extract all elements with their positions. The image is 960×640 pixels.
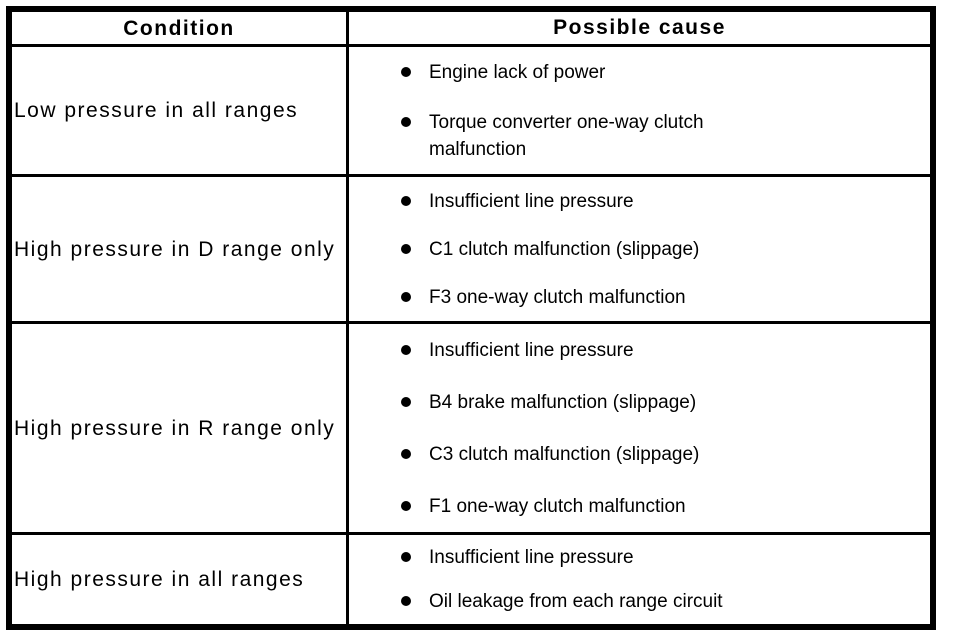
bullet-icon (401, 500, 411, 511)
bullet-icon (401, 243, 411, 254)
condition-label: High pressure in R range only (14, 416, 336, 440)
condition-label: High pressure in all ranges (14, 568, 305, 591)
bullet-icon (401, 596, 411, 607)
bullet-icon (401, 551, 411, 562)
cause-text: F1 one-way clutch malfunction (429, 495, 686, 517)
cause-item: Oil leakage from each range circuit (401, 588, 930, 615)
cause-text: Oil leakage from each range circuit (429, 591, 723, 613)
cause-item: F3 one-way clutch malfunction (401, 284, 930, 311)
table-row-high-pressure-d-range: High pressure in D range only Insufficie… (12, 174, 930, 321)
cause-text: B4 brake malfunction (slippage) (429, 391, 697, 413)
table-row-high-pressure-r-range: High pressure in R range only Insufficie… (12, 321, 930, 532)
bullet-icon (401, 448, 411, 459)
bullet-icon (401, 344, 411, 355)
cause-text: C1 clutch malfunction (slippage) (429, 238, 700, 260)
condition-cell: High pressure in R range only (12, 324, 349, 532)
condition-cell: High pressure in all ranges (12, 535, 349, 624)
cause-item: Insufficient line pressure (401, 337, 930, 364)
bullet-icon (401, 195, 411, 206)
table-row-high-pressure-all-ranges: High pressure in all ranges Insufficient… (12, 532, 930, 624)
header-condition: Condition (12, 12, 349, 44)
cause-text: C3 clutch malfunction (slippage) (429, 443, 700, 465)
cause-item: C1 clutch malfunction (slippage) (401, 236, 930, 263)
troubleshooting-table: Condition Possible cause Low pressure in… (6, 6, 936, 630)
bullet-icon (401, 116, 411, 127)
condition-label: High pressure in D range only (14, 237, 336, 261)
cause-text: Torque converter one-way clutch malfunct… (429, 111, 704, 160)
bullet-icon (401, 291, 411, 302)
condition-label: Low pressure in all ranges (14, 99, 299, 122)
cause-item: Insufficient line pressure (401, 188, 930, 215)
cause-text: Insufficient line pressure (429, 546, 634, 568)
cause-item: C3 clutch malfunction (slippage) (401, 441, 930, 468)
condition-cell: Low pressure in all ranges (12, 47, 349, 174)
cause-list: Insufficient line pressure C1 clutch mal… (349, 177, 930, 321)
cause-text: F3 one-way clutch malfunction (429, 286, 686, 308)
cause-item: Torque converter one-way clutch malfunct… (401, 109, 930, 163)
cause-item: Engine lack of power (401, 59, 930, 86)
cause-list: Insufficient line pressure B4 brake malf… (349, 324, 930, 532)
bullet-icon (401, 66, 411, 77)
table-header-row: Condition Possible cause (12, 12, 930, 44)
bullet-icon (401, 396, 411, 407)
header-possible-cause: Possible cause (553, 16, 726, 39)
cause-item: F1 one-way clutch malfunction (401, 493, 930, 520)
cause-list: Engine lack of power Torque converter on… (349, 47, 930, 174)
cause-item: B4 brake malfunction (slippage) (401, 389, 930, 416)
cause-text: Insufficient line pressure (429, 339, 634, 361)
cause-list: Insufficient line pressure Oil leakage f… (349, 535, 930, 624)
condition-cell: High pressure in D range only (12, 177, 349, 321)
cause-item: Insufficient line pressure (401, 544, 930, 571)
cause-text: Engine lack of power (429, 61, 606, 83)
table-row-low-pressure-all-ranges: Low pressure in all ranges Engine lack o… (12, 44, 930, 174)
cause-text: Insufficient line pressure (429, 190, 634, 212)
